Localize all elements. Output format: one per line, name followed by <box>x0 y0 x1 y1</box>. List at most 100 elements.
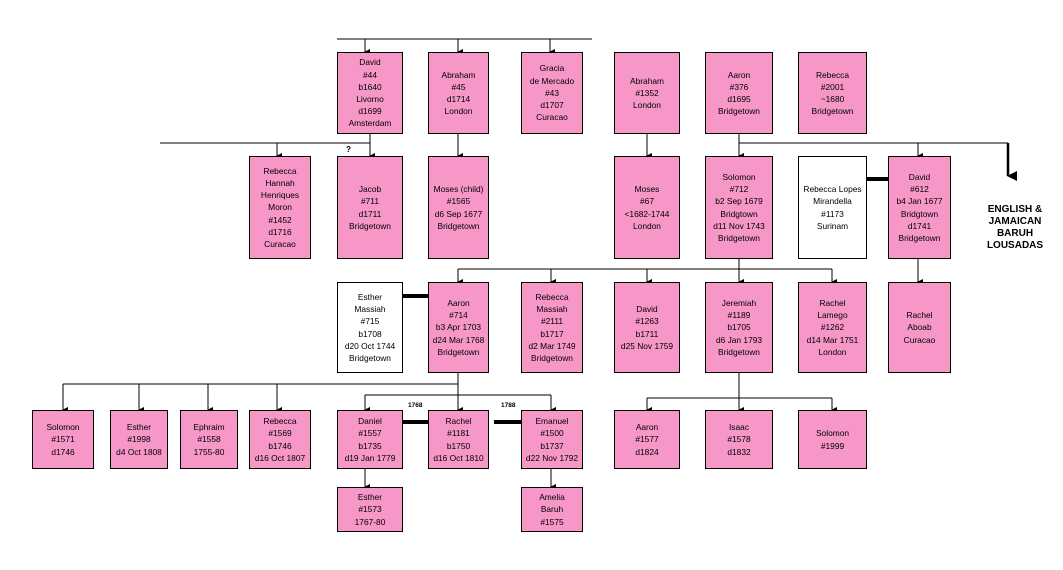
person-detail-line: Mirandella <box>813 196 852 207</box>
person-detail-line: Baruh <box>540 504 564 515</box>
person-detail-line: b1705 <box>727 322 751 333</box>
person-detail-line: #1573 <box>358 504 382 515</box>
person-detail-line: 1767-80 <box>354 516 386 527</box>
person-detail-line: Massiah <box>536 304 568 315</box>
person-detail-line: de Mercado <box>529 75 575 86</box>
person-detail-line: Surinam <box>816 220 849 231</box>
person-detail-line: #376 <box>729 81 749 92</box>
person-detail-line: London <box>818 346 847 357</box>
person-detail-line: David <box>359 57 381 68</box>
person-detail-line: #715 <box>360 316 380 327</box>
person-detail-line: b4 Jan 1677 <box>896 196 943 207</box>
person-detail-line: d1711 <box>358 208 382 219</box>
person-detail-line: Esther <box>357 291 383 302</box>
person-detail-line: Rebecca <box>263 416 297 427</box>
person-detail-line: d1824 <box>635 446 659 457</box>
person-detail-line: #44 <box>363 69 377 80</box>
person-detail-line: d1832 <box>727 446 751 457</box>
person-detail-line: Jeremiah <box>721 297 757 308</box>
person-detail-line: #712 <box>729 184 749 195</box>
person-detail-line: Aaron <box>635 422 659 433</box>
person-detail-line: Hannah <box>265 177 295 188</box>
person-detail-line: London <box>444 106 473 117</box>
person-detail-line: d1695 <box>727 94 751 104</box>
person-detail-line: <1682-1744 <box>624 208 670 219</box>
person-detail-line: ~1680 <box>820 94 845 104</box>
person-detail-line: d1707 <box>540 100 564 111</box>
person-detail-line: b1746 <box>268 440 292 451</box>
person-detail-line: #1352 <box>635 87 659 98</box>
person-detail-line: #2001 <box>820 81 845 92</box>
person-detail-line: Livorno <box>356 94 384 104</box>
person-detail-line: Abraham <box>441 69 476 80</box>
person-detail-line: #2111 <box>540 316 564 327</box>
person-detail-line: Rebecca <box>263 165 297 176</box>
person-detail-line: d20 Oct 1744 <box>344 340 396 351</box>
person-detail-line: Solomon <box>46 422 80 433</box>
person-detail-line: Bridgtown <box>900 208 939 219</box>
person-detail-line: #1575 <box>540 516 564 527</box>
person-detail-line: Curacao <box>264 239 296 249</box>
person-detail-line: Esther <box>357 492 383 503</box>
person-detail-line: Amelia <box>539 492 565 503</box>
branch-title-line: BARUH <box>996 228 1034 239</box>
person-detail-line: #1569 <box>268 428 292 439</box>
person-detail-line: b1737 <box>540 440 564 451</box>
person-detail-line: #1571 <box>51 434 75 445</box>
person-card-solomon-1999[interactable]: Solomon#1999 <box>798 410 867 469</box>
person-detail-line: #1262 <box>820 322 845 333</box>
person-detail-line: d25 Nov 1759 <box>620 340 674 351</box>
person-detail-line: #1577 <box>635 434 659 445</box>
person-detail-line: d2 Mar 1749 <box>528 340 576 351</box>
person-detail-line: Aboab <box>907 322 932 333</box>
person-detail-line: #1452 <box>268 214 292 225</box>
person-detail-line: b1717 <box>540 328 564 339</box>
person-detail-line: Bridgetown <box>811 106 854 117</box>
person-detail-line: 1755-80 <box>193 446 225 457</box>
person-detail-line: Rebecca <box>815 69 850 80</box>
person-detail-line: Rachel <box>819 297 846 308</box>
person-detail-line: d19 Jan 1779 <box>344 452 396 463</box>
person-detail-line: Bridgetown <box>437 220 480 231</box>
person-detail-line: Amsterdam <box>348 118 392 129</box>
person-detail-line: #711 <box>360 196 379 207</box>
person-detail-line: Aaron <box>447 297 470 308</box>
person-detail-line: d6 Jan 1793 <box>715 334 763 345</box>
person-detail-line: d14 Mar 1751 <box>806 334 859 345</box>
marriage-year-1768: 1768 <box>408 402 423 409</box>
person-detail-line: Bridgetown <box>349 352 391 363</box>
person-detail-line: David <box>636 304 658 315</box>
